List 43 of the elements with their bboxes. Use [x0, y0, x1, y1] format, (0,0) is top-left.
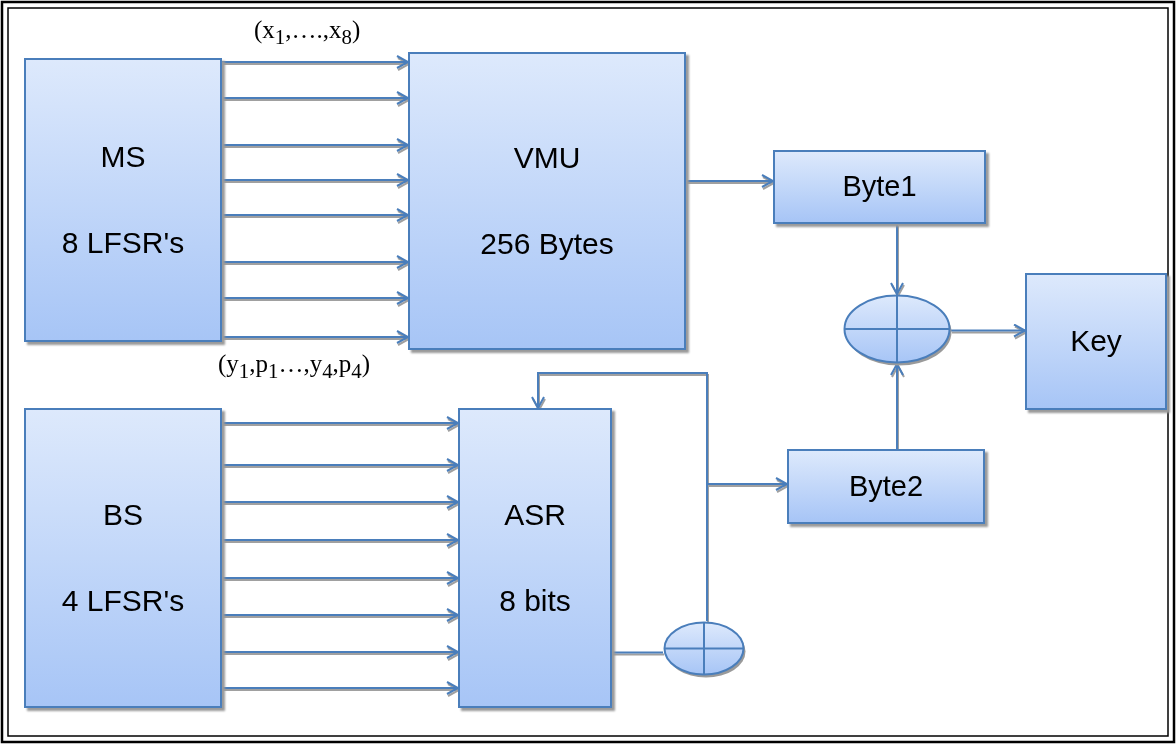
- arrow: [221, 458, 459, 472]
- arrow: [221, 533, 459, 547]
- xor-symbol: [663, 621, 745, 676]
- box-title: BS: [103, 497, 143, 532]
- arrow: [221, 681, 459, 695]
- arrow: [221, 416, 459, 430]
- arrow: [221, 571, 459, 585]
- process-box: [1025, 273, 1167, 410]
- arrow: [890, 223, 904, 295]
- arrow: [221, 91, 409, 105]
- arrow: [221, 645, 459, 659]
- arrow: [950, 323, 1026, 338]
- arrow: [221, 138, 409, 152]
- arrow: [221, 608, 459, 622]
- process-box: [408, 52, 686, 350]
- box-subtitle: 8 bits: [499, 584, 571, 619]
- process-box: [773, 150, 986, 224]
- box-subtitle: 256 Bytes: [480, 227, 614, 262]
- signal-label: (y$_{1}$,p$_{1}$…,y$_{4}$,p$_{4}$): [218, 350, 371, 383]
- arrow: [890, 363, 904, 450]
- box-title: Byte2: [848, 469, 924, 504]
- arrow: [221, 291, 409, 305]
- box-subtitle: 8 LFSR's: [61, 226, 185, 261]
- process-box: [458, 408, 612, 708]
- process-box: [24, 408, 222, 708]
- arrow: [221, 495, 459, 509]
- process-box: [787, 449, 985, 524]
- arrow: [221, 173, 409, 187]
- box-title: VMU: [513, 140, 581, 175]
- box-title: ASR: [504, 497, 566, 532]
- box-title: MS: [100, 139, 146, 174]
- arrow: [706, 477, 788, 622]
- box-title: Key: [1070, 324, 1122, 359]
- arrow: [221, 330, 409, 344]
- box-subtitle: 4 LFSR's: [61, 584, 185, 619]
- signal-label: (x$_{1}$,….,x$_{8}$): [254, 16, 361, 49]
- box-title: Byte1: [842, 170, 917, 204]
- arrow: [685, 174, 774, 188]
- xor-symbol: [843, 294, 951, 364]
- arrow: [221, 255, 409, 269]
- arrow: [221, 208, 409, 222]
- process-box: [24, 58, 222, 342]
- arrow: [221, 55, 409, 69]
